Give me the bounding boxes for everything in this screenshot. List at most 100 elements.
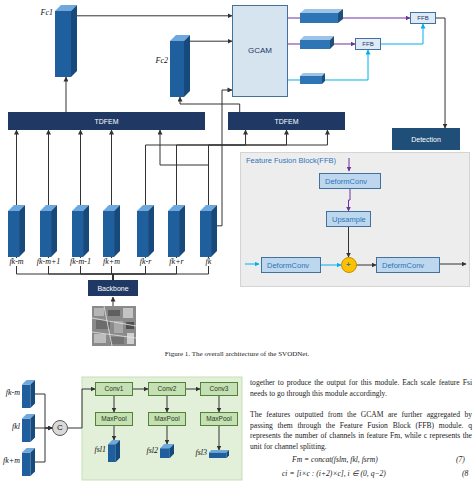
flow-arrow: [288, 43, 355, 44]
node-label: fk+m: [3, 457, 20, 465]
gcam-output-map: [300, 36, 334, 49]
map-side: [227, 450, 229, 458]
node-label: Upsample: [332, 216, 366, 224]
node-label: C: [57, 424, 63, 432]
node-label: Conv1: [105, 386, 124, 393]
module-band: TDFEM: [8, 112, 205, 130]
module-band: TDFEM: [228, 112, 345, 130]
map-side: [114, 205, 120, 257]
sum-symbol: +: [341, 257, 357, 273]
layer-box: Conv1: [95, 382, 133, 396]
feature-map: fk-r: [137, 205, 154, 257]
layer-box: DeformConv: [376, 257, 440, 273]
flow-arrow: [17, 257, 114, 280]
map-shape: [168, 205, 185, 257]
feature-map: fk-m-1: [72, 205, 89, 257]
map-shape: [22, 448, 35, 476]
feature-map: fsl2: [160, 444, 174, 458]
flow-arrow: [321, 265, 341, 266]
map-front: [200, 211, 211, 257]
flow-arrow: [48, 130, 49, 205]
map-shape: [103, 205, 120, 257]
node-label: +: [346, 261, 350, 269]
node-label: fk-m: [6, 389, 20, 397]
node-label: fk+m: [102, 258, 121, 266]
layer-box: Upsample: [326, 211, 371, 227]
node-label: TDFEM: [274, 118, 298, 125]
node-label: fk+r: [168, 258, 184, 266]
flow-arrow: [177, 130, 287, 205]
image-road: [92, 306, 136, 346]
map-top: [300, 36, 334, 40]
layer-box: Conv2: [148, 382, 186, 396]
map-side: [179, 205, 185, 257]
flow-arrow: [288, 50, 368, 80]
map-front: [160, 448, 170, 458]
map-front: [168, 211, 179, 257]
gcam-output-map: [300, 73, 325, 84]
flow-arrow: [35, 428, 52, 462]
feature-map: fk-m+1: [40, 205, 57, 257]
flow-arrow: [160, 130, 208, 205]
map-shape: [170, 35, 190, 97]
feature-map: fsl1: [108, 440, 120, 462]
node-label: Backbone: [97, 285, 128, 292]
flow-arrow: [190, 41, 232, 42]
node-label: FFB: [417, 15, 428, 21]
map-side: [330, 36, 334, 49]
map-side: [30, 380, 35, 408]
flow-arrow: [65, 77, 66, 112]
flow-arrow: [16, 130, 17, 205]
flow-arrow: [35, 394, 52, 428]
map-front: [22, 385, 30, 408]
image-patch: [127, 333, 134, 344]
image-area: [92, 306, 136, 346]
equation-number: (7): [456, 455, 465, 466]
flow-arrow: [217, 90, 232, 226]
node-label: Fc1: [41, 9, 53, 17]
map-shape: [72, 205, 89, 257]
flow-arrow: [113, 257, 209, 280]
map-side: [30, 414, 35, 442]
map-front: [22, 419, 30, 442]
flow-arrow: [180, 97, 240, 112]
node-label: fk-m+1: [36, 258, 62, 266]
flow-arrow: [381, 24, 423, 44]
node-label: DeformConv: [267, 262, 309, 270]
flow-arrow: [77, 15, 232, 16]
map-front: [55, 11, 71, 77]
map-front: [72, 211, 83, 257]
equation-number: (8: [462, 469, 468, 480]
feature-map: fk+r: [168, 205, 185, 257]
flow-arrow: [288, 18, 410, 19]
map-side: [51, 205, 57, 257]
equation: Fm = concat(fslm, fkl, fsrm): [292, 455, 378, 466]
image-patch: [94, 308, 104, 316]
feature-map: fk+m: [22, 448, 35, 476]
node-label: fk: [205, 258, 213, 266]
layer-box: Conv3: [200, 382, 238, 396]
flow-arrow: [133, 389, 148, 390]
inset-panel: Feature Fusion Block(FFB)DeformConvUpsam…: [240, 152, 470, 287]
node-label: fk-m: [8, 258, 24, 266]
map-front: [22, 453, 30, 476]
figure-caption: Figure 1. The overall architecture of th…: [0, 350, 474, 358]
map-front: [103, 211, 114, 257]
output-box: Detection: [392, 128, 460, 150]
map-side: [83, 205, 89, 257]
map-side: [19, 205, 25, 257]
map-top: [300, 73, 325, 76]
module-panel: [82, 377, 242, 480]
feature-map: fkl: [22, 414, 35, 442]
feature-map: fk-m: [22, 380, 35, 408]
map-side: [148, 205, 154, 257]
module-box: FFB: [355, 38, 381, 50]
map-shape: [108, 440, 120, 462]
backbone-box: Backbone: [88, 280, 138, 296]
flow-arrow: [167, 426, 168, 444]
node-label: Conv3: [210, 386, 229, 393]
satellite-image: [92, 306, 136, 346]
feature-map: fk: [200, 205, 217, 257]
node-label: Conv2: [158, 386, 177, 393]
map-side: [322, 73, 325, 84]
